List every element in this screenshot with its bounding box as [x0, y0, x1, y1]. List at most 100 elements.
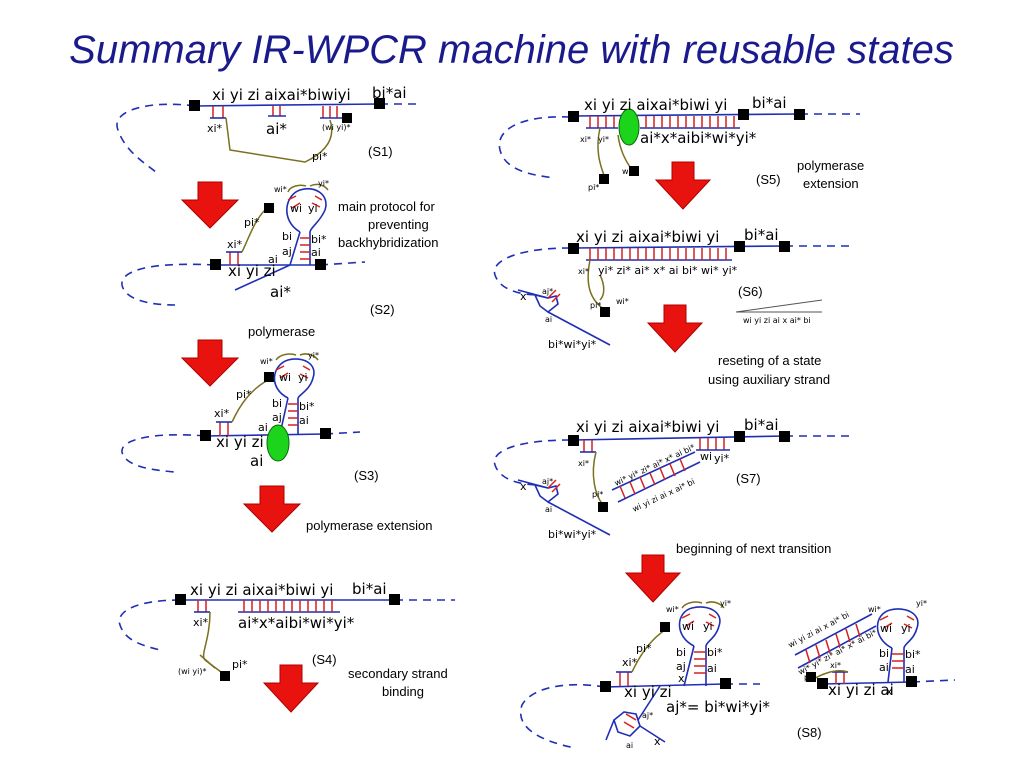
s8b-bi: bi: [879, 647, 889, 660]
s8-aj: aj: [676, 660, 686, 673]
strand-end-marker: [320, 428, 331, 439]
s7-label: (S7): [736, 471, 761, 486]
s3-pi-star: pi*: [236, 388, 252, 401]
slide-title: Summary IR-WPCR machine with reusable st…: [69, 28, 954, 72]
state-s7: xi yi zi aixai*biwi yi bi*ai xi* wi yi* …: [493, 416, 850, 541]
s8b-wi-star: wi*: [868, 605, 881, 614]
s1-ai-star: ai*: [266, 120, 287, 138]
s6-aux-strand: wi yi zi ai x ai* bi: [743, 316, 811, 325]
s8b-ai: ai: [879, 661, 889, 674]
state-s6: xi yi zi aixai*biwi yi bi*ai xi* yi* zi*…: [493, 226, 850, 351]
s7-bwy-star: bi*wi*yi*: [548, 528, 597, 541]
strand-end-marker: [734, 431, 745, 442]
s5-bottom-label: ai*x*aibi*wi*yi*: [640, 129, 757, 147]
s7-yi-star: yi*: [714, 452, 730, 465]
s5-yi-star: yi*: [598, 135, 609, 144]
s8-wi: wi: [682, 620, 694, 633]
transition-arrow: [262, 664, 320, 713]
s2-aj: aj: [282, 245, 292, 258]
s3-bi-star: bi*: [299, 400, 315, 413]
s1-label: (S1): [368, 144, 393, 159]
s3-aj: aj: [272, 411, 282, 424]
s6-ai: ai: [545, 315, 552, 324]
s3-label: (S3): [354, 468, 379, 483]
strand-end-marker: [264, 203, 274, 213]
s7-xi-star: xi*: [578, 459, 589, 468]
s1-wiyi-star: (wi yi)*: [322, 123, 351, 132]
annotation-main-protocol-1: main protocol for: [338, 199, 435, 214]
strand-end-marker: [720, 678, 731, 689]
s7-x: x: [520, 480, 527, 493]
strand-end-marker: [734, 241, 745, 252]
s7-pi-star: pi*: [592, 490, 603, 499]
s2-wi: wi: [290, 202, 302, 215]
s3-ai-right: ai: [299, 414, 309, 427]
transition-arrow: [180, 181, 240, 229]
strand-end-marker: [568, 243, 579, 254]
s6-pi-star: pi*: [590, 301, 601, 310]
s8-label: (S8): [797, 725, 822, 740]
strand-end-marker: [389, 594, 400, 605]
strand-end-marker: [220, 671, 230, 681]
s2-ai-star: ai*: [270, 283, 291, 301]
strand-end-marker: [189, 100, 200, 111]
s2-yi: yi: [308, 202, 318, 215]
s3-xyz: xi yi zi: [216, 433, 264, 451]
s3-xi-star: xi*: [214, 407, 230, 420]
s8-bi-star: bi*: [707, 646, 723, 659]
s3-bi: bi: [272, 397, 282, 410]
s8-xi-star: xi*: [622, 656, 638, 669]
s4-top-right-label: bi*ai: [352, 580, 387, 598]
s2-pi-star: pi*: [244, 216, 260, 229]
strand-end-marker: [600, 681, 611, 692]
s1-pi-star: pi*: [312, 150, 328, 163]
annotation-secondary-strand-2: binding: [382, 684, 424, 699]
s8-ai-loop: ai: [626, 741, 633, 750]
s8b-xyz-ai: xi yi zi ai: [828, 681, 894, 699]
s8b-yi: yi: [901, 622, 911, 635]
s3-wi: wi: [279, 371, 291, 384]
strand-end-marker: [374, 98, 385, 109]
transition-arrow: [242, 485, 302, 533]
annotation-secondary-strand-1: secondary strand: [348, 666, 448, 681]
s6-wi-star: wi*: [616, 297, 629, 306]
s2-ai-right: ai: [311, 246, 321, 259]
state-s8: wi* yi* wi yi pi* bi bi* aj ai x xi* xi …: [519, 599, 822, 750]
annotation-reseting-2: using auxiliary strand: [708, 372, 830, 387]
strand-end-marker: [817, 678, 828, 689]
strand-end-marker: [600, 307, 610, 317]
strand-end-marker: [568, 435, 579, 446]
annotation-main-protocol-3: backhybridization: [338, 235, 438, 250]
s8-ai-right: ai: [707, 662, 717, 675]
s8b-pi-star: pi*: [804, 673, 815, 682]
s6-bottom-label: yi* zi* ai* x* ai bi* wi* yi*: [598, 264, 738, 277]
s8b-wi: wi: [880, 622, 892, 635]
s2-ai: ai: [268, 253, 278, 266]
s8-wi-star: wi*: [666, 605, 679, 614]
transition-arrow: [646, 304, 704, 353]
s4-pi-star: pi*: [232, 658, 248, 671]
s5-label: (S5): [756, 172, 781, 187]
s7-rung-bottom: wi yi zi ai x ai* bi: [631, 477, 696, 514]
strand-end-marker: [794, 109, 805, 120]
strand-end-marker: [906, 676, 917, 687]
s3-yi-star: yi*: [308, 351, 319, 360]
s3-ai: ai: [250, 452, 263, 470]
strand-end-marker: [779, 241, 790, 252]
s1-top-right-label: bi*ai: [372, 84, 407, 102]
strand-end-marker: [200, 430, 211, 441]
annotation-reseting-1: reseting of a state: [718, 353, 821, 368]
s7-wi: wi: [700, 450, 712, 463]
s5-xi-star: xi*: [580, 135, 591, 144]
s8-yi-star: yi*: [720, 599, 731, 608]
strand-end-marker: [342, 113, 352, 123]
s7-aj-star: aj*: [542, 477, 553, 486]
s4-top-label: xi yi zi aixai*biwi yi: [190, 581, 333, 599]
s2-wi-star: wi*: [274, 185, 287, 194]
transition-arrow: [624, 554, 682, 603]
s6-bwy-star: bi*wi*yi*: [548, 338, 597, 351]
s3-ai: ai: [258, 421, 268, 434]
strand-end-marker: [210, 259, 221, 270]
strand-end-marker: [806, 672, 816, 682]
